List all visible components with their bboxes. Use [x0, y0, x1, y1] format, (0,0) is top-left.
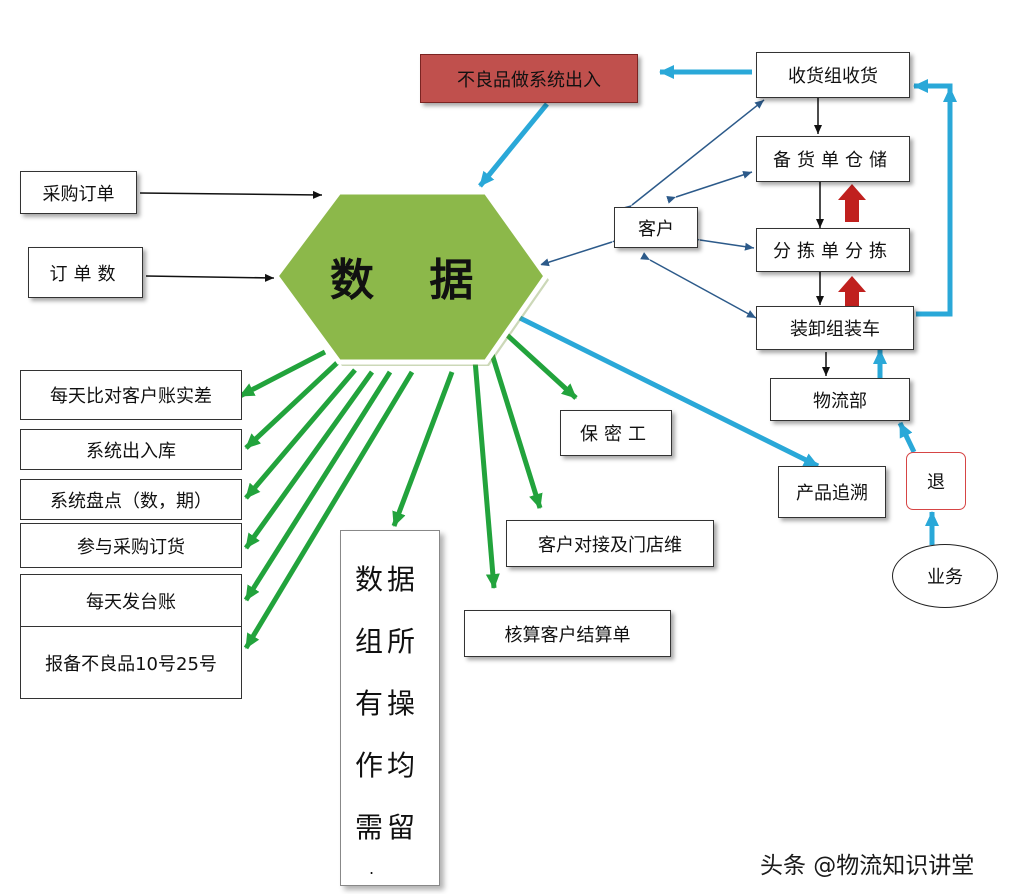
daily-ledger-box: 每天发台账: [20, 574, 242, 628]
order-count-box: 订单数: [28, 247, 143, 298]
vertical-note-line-4: 作均: [355, 749, 420, 782]
out-arrow-system-inout: [244, 360, 340, 450]
vertical-note-line-5: 需留: [355, 811, 420, 844]
out-arrow-settlement: [472, 359, 500, 589]
sorting-box: 分拣单分拣: [756, 228, 910, 272]
report-defect-box: 报备不良品10号25号: [20, 626, 242, 699]
customer-liaison-box: 客户对接及门店维: [506, 520, 714, 567]
defect-system-box: 不良品做系统出入: [420, 54, 638, 103]
watermark-text: 头条 @物流知识讲堂: [760, 853, 975, 879]
out-arrow-daily-compare: [238, 349, 327, 399]
red-up-arrow-2: [838, 276, 866, 312]
out-arrow-confidential: [504, 332, 578, 400]
customer-stockprep-link: [666, 171, 753, 204]
return-to-logistics-arrow: [897, 421, 917, 454]
system-inout-box: 系统出入库: [20, 429, 242, 470]
customer-data-link: [539, 235, 622, 267]
out-arrow-daily-ledger: [243, 370, 393, 602]
confidential-box: 保密工: [560, 410, 672, 456]
logistics-box: 物流部: [770, 378, 910, 421]
business-ellipse: 业务: [892, 544, 998, 608]
vertical-note-tail: .: [369, 859, 375, 878]
stock-prep-box: 备货单仓储: [756, 136, 910, 182]
customer-receiving-link: [622, 99, 765, 214]
hexagon-body: [272, 189, 550, 365]
out-arrow-report-defect: [243, 370, 415, 650]
system-inventory-box: 系统盘点（数，期）: [20, 479, 242, 520]
order-count-arrow: [145, 273, 275, 282]
red-up-arrow-1: [838, 184, 866, 222]
settlement-box: 核算客户结算单: [464, 610, 671, 657]
product-trace-box: 产品追溯: [778, 466, 886, 518]
purchase-order-box: 采购订单: [20, 171, 137, 214]
data-center-label: 数 据: [330, 255, 474, 306]
vertical-note-line-2: 组所: [355, 625, 420, 658]
out-arrow-customer-liaison: [489, 353, 543, 509]
join-purchase-box: 参与采购订货: [20, 523, 242, 568]
customer-sorting-link: [690, 234, 755, 251]
daily-compare-box: 每天比对客户账实差: [20, 370, 242, 420]
trace-data-link: [504, 305, 820, 469]
out-arrow-vertical-note: [391, 371, 455, 527]
vertical-note-line-1: 数据: [355, 563, 420, 596]
out-arrow-join-purchase: [243, 370, 375, 550]
loading-box: 装卸组装车: [756, 306, 914, 350]
return-box: 退: [906, 452, 966, 510]
purchase-order-arrow: [139, 190, 323, 199]
customer-box: 客户: [614, 207, 698, 248]
vertical-note-line-3: 有操: [355, 687, 420, 720]
receiving-box: 收货组收货: [756, 52, 910, 98]
defect-to-data-arrow: [478, 102, 549, 188]
out-arrow-inventory: [244, 368, 357, 500]
vertical-note-box: 数据 组所 有操 作均 需留 .: [340, 530, 440, 886]
customer-loading-link: [640, 252, 757, 319]
